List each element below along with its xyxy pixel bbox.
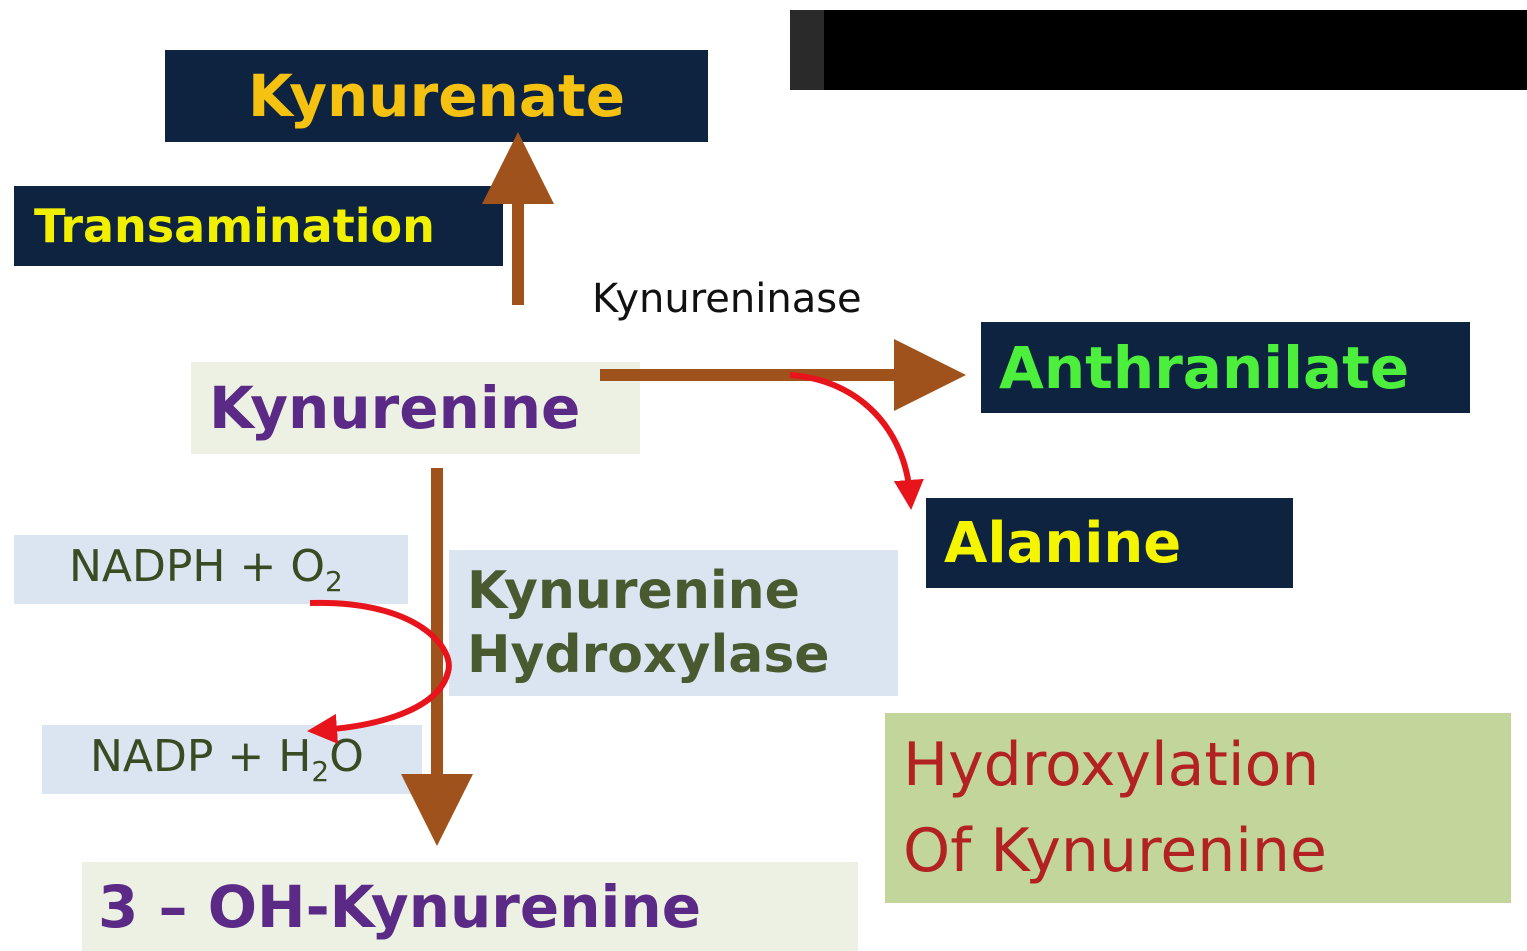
cofactor-input-node: NADPH + O2 xyxy=(14,535,408,604)
kynurenate-label: Kynurenate xyxy=(247,62,626,130)
alanine-node: Alanine xyxy=(926,498,1293,588)
cofactor-input-subscript: 2 xyxy=(325,564,343,598)
kynurenine-node: Kynurenine xyxy=(191,362,640,454)
anthranilate-node: Anthranilate xyxy=(981,322,1470,413)
alanine-release-arrow xyxy=(789,372,924,510)
cofactor-output-pre: NADP + H xyxy=(90,731,312,783)
oh-kynurenine-label: 3 – OH-Kynurenine xyxy=(98,872,702,941)
hydroxylase-line1: Kynurenine xyxy=(467,561,800,621)
transamination-label: Transamination xyxy=(34,199,435,253)
cofactor-output-label: NADP + H2O xyxy=(90,731,364,788)
hydroxylase-enzyme-node: Kynurenine Hydroxylase xyxy=(449,550,898,696)
cofactor-output-post: O xyxy=(329,731,364,783)
note-line1: Hydroxylation xyxy=(903,730,1320,800)
kynurenate-node: Kynurenate xyxy=(165,50,708,142)
alanine-label: Alanine xyxy=(944,510,1182,576)
hydroxylation-note: Hydroxylation Of Kynurenine xyxy=(885,713,1511,903)
cofactor-input-label: NADPH + O2 xyxy=(69,541,343,598)
redaction-bar-edge xyxy=(790,10,824,90)
cofactor-arrow xyxy=(307,599,452,744)
kynurenine-label: Kynurenine xyxy=(209,374,581,442)
redaction-bar xyxy=(790,10,1527,90)
cofactor-input-base: NADPH + O xyxy=(69,541,325,593)
transamination-node: Transamination xyxy=(14,186,503,266)
oh-kynurenine-node: 3 – OH-Kynurenine xyxy=(82,862,858,951)
hydroxylase-line2: Hydroxylase xyxy=(467,625,830,685)
note-line2: Of Kynurenine xyxy=(903,816,1327,886)
anthranilate-label: Anthranilate xyxy=(999,333,1410,402)
kynureninase-label: Kynureninase xyxy=(592,276,862,322)
cofactor-output-subscript: 2 xyxy=(311,754,330,788)
cofactor-output-node: NADP + H2O xyxy=(42,725,422,794)
